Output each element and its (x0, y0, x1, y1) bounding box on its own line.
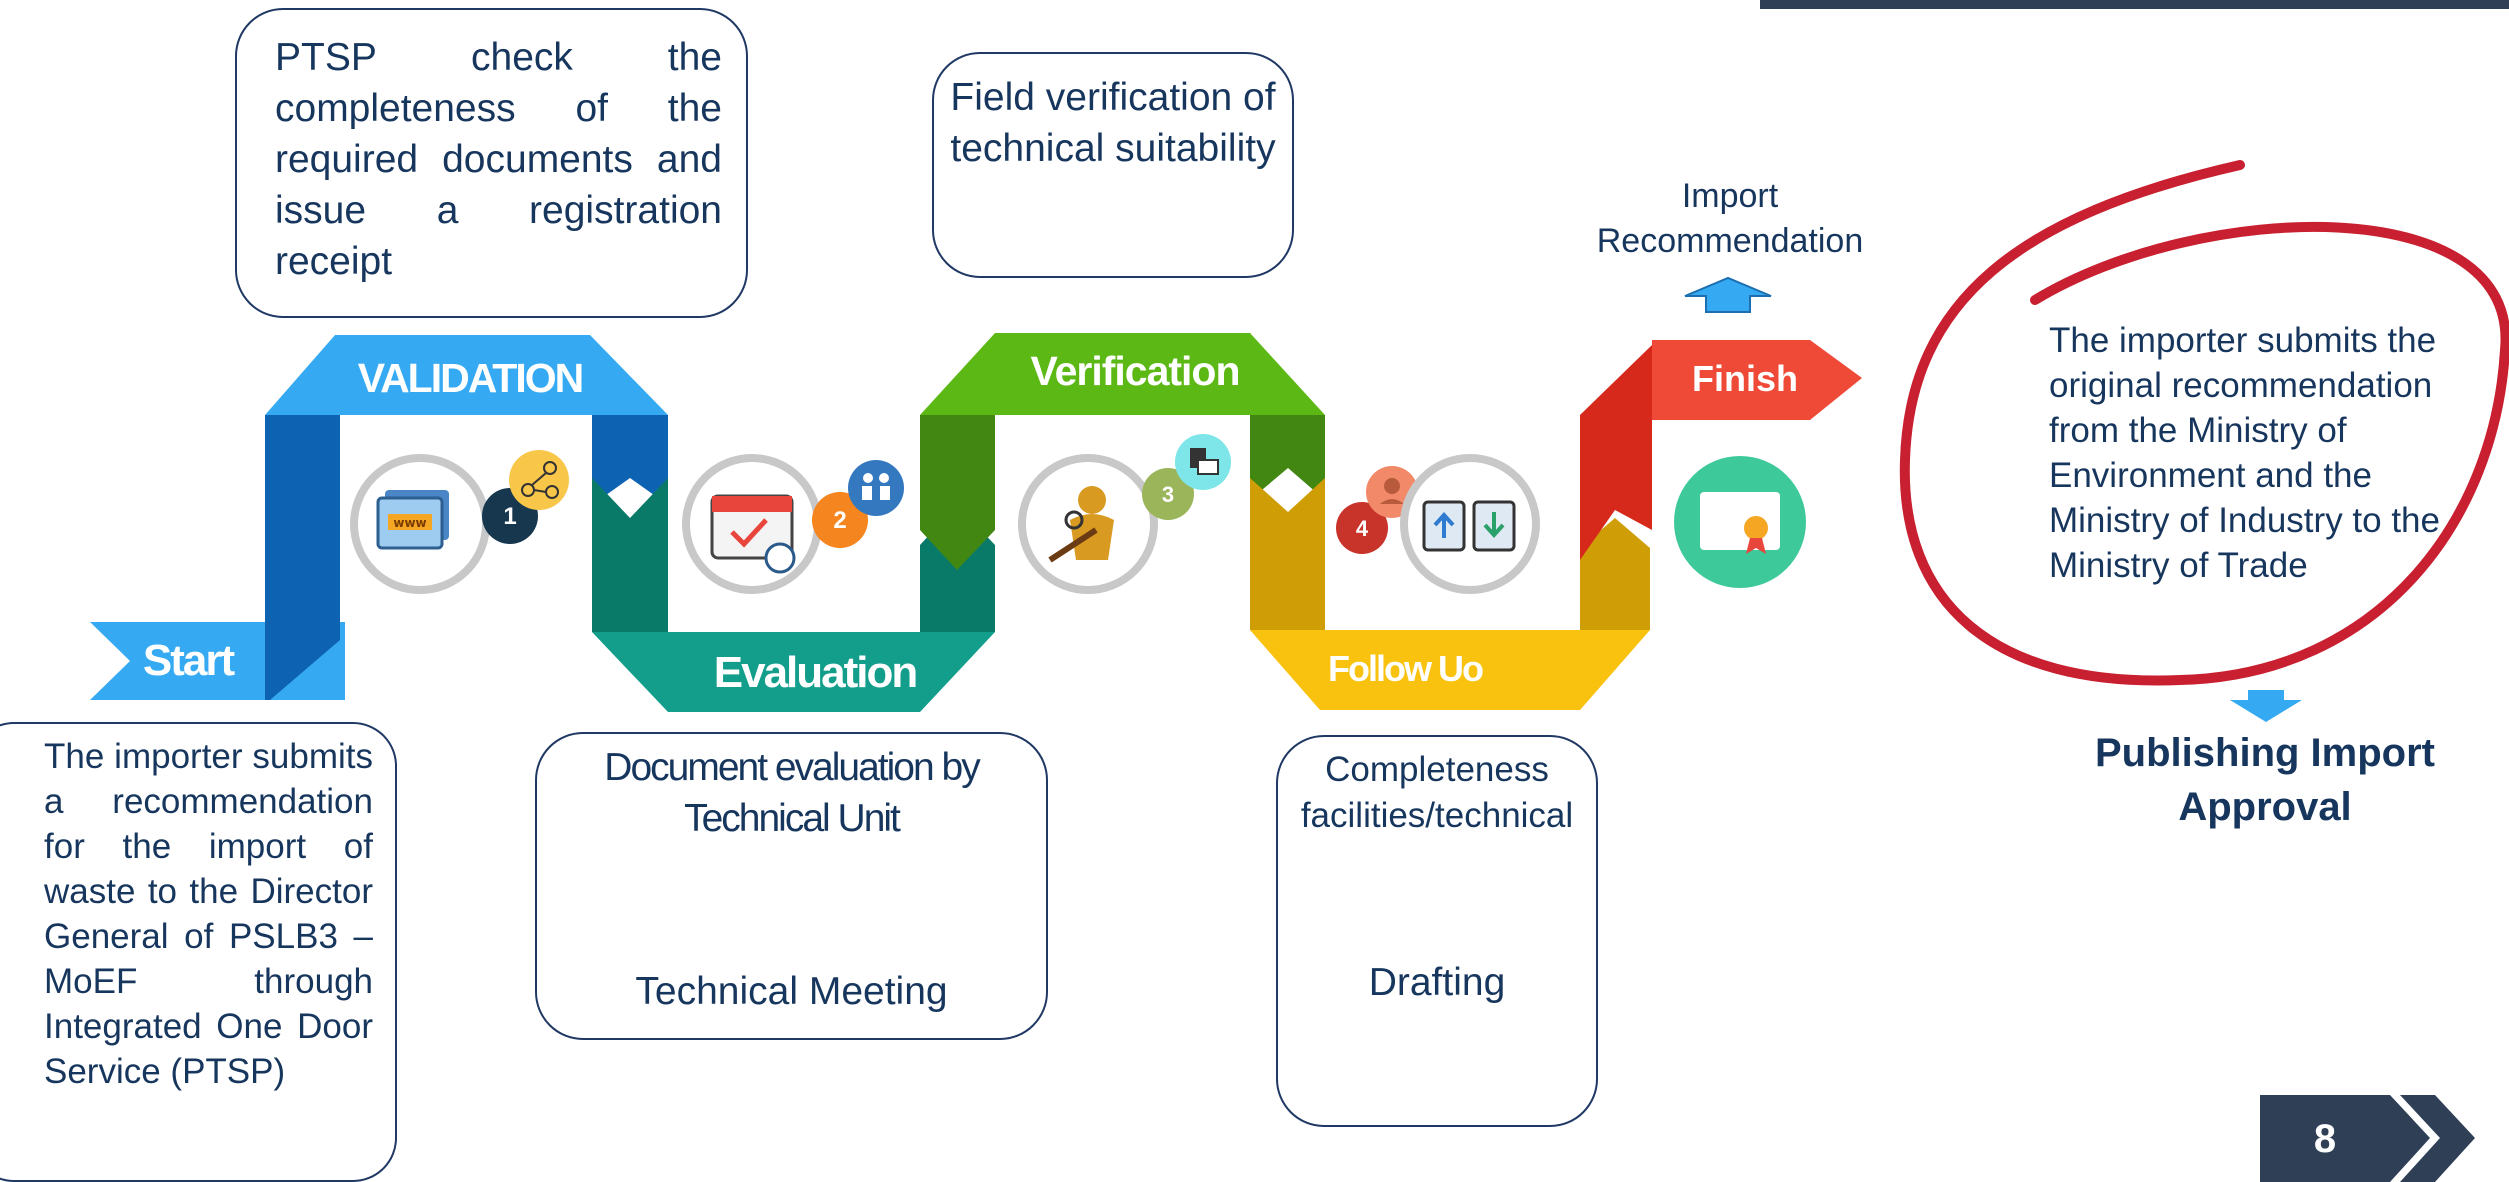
meeting-icon (848, 460, 904, 516)
step-number-badge-2: 2 (812, 492, 868, 548)
evaluation-label: Evaluation (713, 648, 919, 697)
evaluation-next: Technical Meeting (635, 970, 948, 1013)
verification-drop (1250, 415, 1325, 500)
calendar-icon (682, 454, 822, 594)
import-recommendation-label: Import Recommendation (1596, 177, 1864, 260)
validation-label: VALIDATION (357, 355, 584, 401)
followup-banner (1250, 630, 1650, 710)
evaluation-rise-left (592, 478, 668, 632)
step-number-badge-4: 4 (1336, 502, 1388, 554)
start-rise (265, 415, 340, 700)
arrow-down-icon-final (2230, 690, 2302, 722)
final-note: The importer submits the original recomm… (2049, 321, 2440, 585)
follow-up-label: Follow Uo (1328, 648, 1484, 689)
svg-text:www: www (393, 516, 426, 530)
svg-text:4: 4 (1356, 516, 1369, 541)
finish-label: Finish (1692, 358, 1798, 399)
verification-rise (920, 415, 995, 570)
follow-up-note-box: Completeness facilities/technical Drafti… (1276, 735, 1598, 1127)
upload-download-docs-icon (1400, 454, 1540, 594)
validation-drop (592, 415, 668, 505)
follow-up-next: Drafting (1368, 961, 1506, 1004)
svg-text:2: 2 (833, 507, 846, 534)
start-note: The importer submits a recommendation fo… (44, 737, 373, 1091)
evaluation-note: Document evaluation by Technical Unit (604, 746, 980, 840)
website-icon: www (350, 454, 490, 594)
inspector-icon (1018, 454, 1158, 594)
evaluation-banner (592, 632, 995, 712)
evaluation-note-box: Document evaluation by Technical Unit Te… (535, 732, 1048, 1040)
publishing-import-approval: Publishing Import Approval (2095, 731, 2435, 829)
step-number-badge-3: 3 (1142, 468, 1194, 520)
validation-banner (265, 335, 668, 415)
svg-text:3: 3 (1162, 482, 1174, 507)
document-mail-icon (1175, 434, 1231, 490)
followup-rise (1580, 518, 1650, 630)
followup-drop (1250, 478, 1325, 630)
finish-rise (1580, 345, 1652, 560)
validation-note-box: PTSP check the completeness of the requi… (235, 8, 748, 318)
start-label: Start (142, 636, 235, 685)
follow-up-note: Completeness facilities/technical (1300, 750, 1574, 835)
red-circle-annotation (1899, 160, 2509, 686)
verification-banner (920, 333, 1325, 415)
svg-text:1: 1 (503, 503, 516, 530)
header-bar (1760, 0, 2509, 9)
validation-note: PTSP check the completeness of the requi… (275, 36, 722, 283)
page-number: 8 (2313, 1117, 2337, 1161)
verification-label: Verification (1030, 348, 1240, 394)
start-note-box: The importer submits a recommendation fo… (0, 722, 397, 1182)
workflow-icon (509, 450, 569, 510)
finish-banner (1652, 340, 1862, 420)
certificate-icon (1674, 456, 1806, 588)
verification-note: Field verification of technical suitabil… (950, 76, 1276, 170)
page-number-badge (2260, 1095, 2475, 1182)
arrow-up-icon (1684, 276, 1772, 313)
verification-note-box: Field verification of technical suitabil… (932, 52, 1294, 278)
